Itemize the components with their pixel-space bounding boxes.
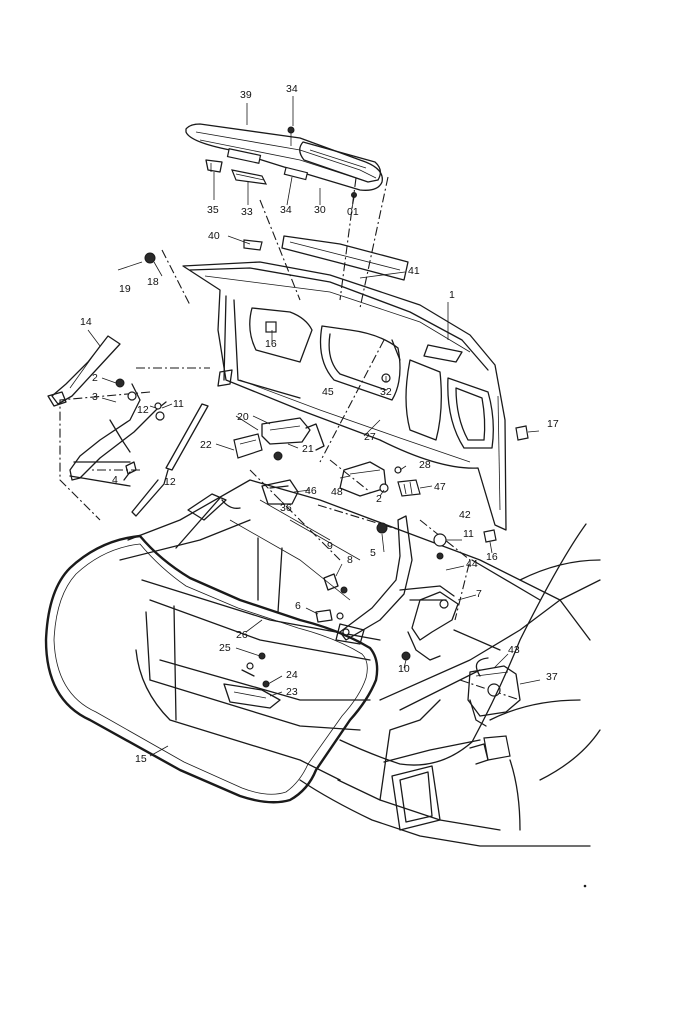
callout-15: 15 bbox=[135, 753, 147, 765]
callout-2: 2 bbox=[92, 372, 98, 384]
callout-10: 10 bbox=[398, 663, 410, 675]
trunk-body bbox=[119, 479, 601, 847]
callout-47: 47 bbox=[434, 481, 446, 493]
callout-42: 42 bbox=[459, 509, 471, 521]
callout-40: 40 bbox=[208, 230, 220, 242]
callout-20: 20 bbox=[237, 411, 249, 423]
callout-43: 43 bbox=[508, 644, 520, 656]
callout-34: 34 bbox=[286, 83, 298, 95]
callout-14: 14 bbox=[80, 316, 92, 328]
callout-5: 5 bbox=[370, 547, 376, 559]
callout-11: 11 bbox=[463, 528, 474, 540]
construction-lines bbox=[59, 176, 521, 701]
callout-18: 18 bbox=[147, 276, 159, 288]
callout-39: 39 bbox=[240, 89, 252, 101]
callout-16: 16 bbox=[486, 551, 498, 563]
latch-assembly bbox=[233, 417, 421, 505]
callout-1: 1 bbox=[449, 289, 455, 301]
callout-34: 34 bbox=[280, 204, 292, 216]
callout-2: 2 bbox=[376, 493, 382, 505]
callout-44: 44 bbox=[466, 558, 478, 570]
callout-12: 12 bbox=[164, 476, 176, 488]
callout-25: 25 bbox=[219, 642, 231, 654]
callout-16: 16 bbox=[265, 338, 277, 350]
callout-46: 46 bbox=[305, 485, 317, 497]
callout-12: 12 bbox=[137, 404, 149, 416]
callout-01: 01 bbox=[347, 206, 359, 218]
callout-26: 26 bbox=[236, 629, 248, 641]
lock-actuator bbox=[467, 657, 521, 765]
lid-leader-lines bbox=[227, 235, 540, 437]
callout-45: 45 bbox=[322, 386, 334, 398]
callout-27: 27 bbox=[364, 431, 376, 443]
callout-22: 22 bbox=[200, 439, 212, 451]
callout-37: 37 bbox=[546, 671, 558, 683]
callout-19: 19 bbox=[119, 283, 131, 295]
right-leader-lines bbox=[305, 533, 493, 669]
hinge-leader-lines bbox=[87, 329, 259, 451]
floor-leader-lines bbox=[235, 619, 283, 697]
callout-17: 17 bbox=[547, 418, 559, 430]
callout-3: 3 bbox=[92, 391, 98, 403]
latch-leader-lines bbox=[252, 415, 433, 505]
callout-23: 23 bbox=[286, 686, 298, 698]
actuator-leader-lines bbox=[493, 653, 541, 685]
callout-24: 24 bbox=[286, 669, 298, 681]
callout-labels: 39 34 35 33 34 30 01 40 41 19 18 1 14 16… bbox=[80, 83, 559, 765]
callout-35: 35 bbox=[207, 204, 219, 216]
callout-4: 4 bbox=[112, 474, 118, 486]
callout-48: 48 bbox=[331, 486, 343, 498]
trunk-weatherstrip-seal bbox=[44, 534, 379, 804]
seal-leader-line bbox=[149, 745, 169, 757]
callout-9: 9 bbox=[327, 540, 333, 552]
stray-dot bbox=[583, 884, 587, 888]
callout-7: 7 bbox=[476, 588, 482, 600]
left-hinge-assembly bbox=[47, 335, 233, 517]
release-cable bbox=[339, 523, 587, 766]
callout-41: 41 bbox=[408, 265, 420, 277]
callout-21: 21 bbox=[302, 443, 314, 455]
callout-11: 11 bbox=[173, 398, 184, 410]
floor-bracket bbox=[223, 652, 281, 709]
callout-8: 8 bbox=[347, 554, 353, 566]
callout-28: 28 bbox=[419, 459, 431, 471]
trunk-lid-panel bbox=[117, 235, 529, 531]
callout-36: 36 bbox=[280, 502, 292, 514]
callout-6: 6 bbox=[295, 600, 301, 612]
trunk-lid-trim-strip bbox=[185, 123, 383, 198]
callout-32: 32 bbox=[380, 386, 392, 398]
top-leader-lines bbox=[213, 96, 355, 209]
right-hinge-assembly bbox=[315, 515, 497, 661]
callout-33: 33 bbox=[241, 206, 253, 218]
callout-30: 30 bbox=[314, 204, 326, 216]
